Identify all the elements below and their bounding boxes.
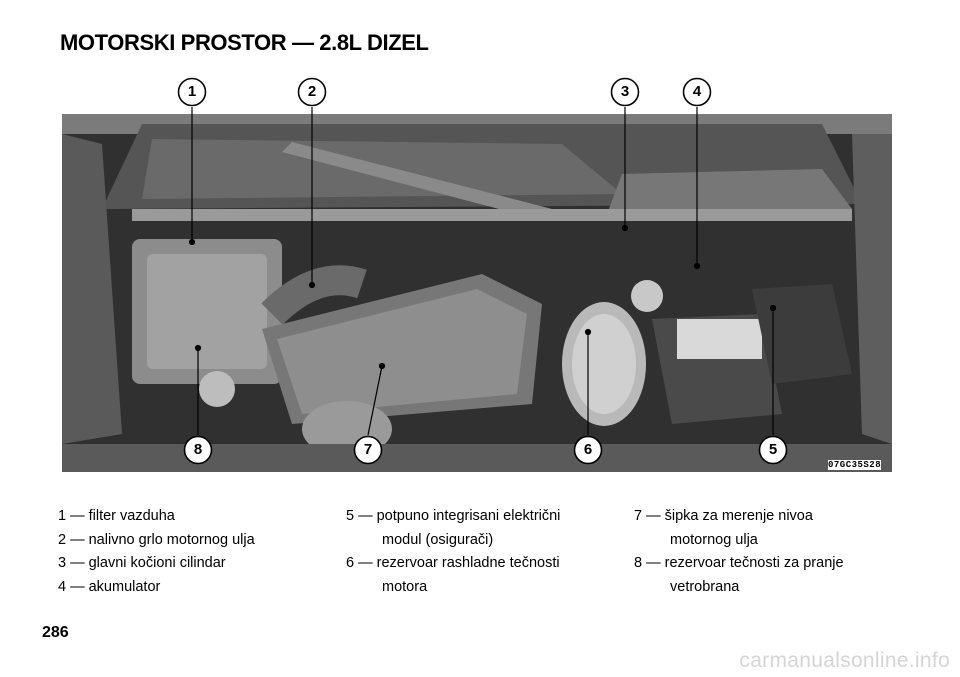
- callout-number: 5: [768, 441, 778, 458]
- legend-item-text: 7 — šipka za merenje nivoa: [634, 508, 813, 524]
- callout-circle-icon: [682, 77, 712, 107]
- callout-7: 7: [353, 435, 383, 465]
- legend-column-1: 1 — filter vazduha 2 — nalivno grlo moto…: [58, 505, 255, 599]
- callout-6: 6: [573, 435, 603, 465]
- callout-8: 8: [183, 435, 213, 465]
- callout-number: 4: [692, 83, 702, 100]
- page-number: 286: [42, 624, 69, 641]
- legend-item: 4 — akumulator: [58, 578, 161, 595]
- callout-circle-icon: [353, 435, 383, 465]
- legend-item-continuation: motora: [382, 578, 428, 595]
- legend-item-text: 8 — rezervoar tečnosti za pranje: [634, 555, 844, 571]
- legend-item-continuation: motornog ulja: [670, 531, 758, 548]
- legend-item-text: 6 — rezervoar rashladne tečnosti: [346, 555, 560, 571]
- figure-code: 07GC35S28: [828, 460, 882, 470]
- callout-number: 3: [620, 83, 630, 100]
- legend-item: 7 — šipka za merenje nivoa motornog ulja: [634, 505, 924, 552]
- legend-item-continuation: vetrobrana: [670, 578, 740, 595]
- legend-item: 5 — potpuno integrisani električni modul…: [346, 505, 626, 552]
- callout-leader-lines: [188, 107, 777, 436]
- callout-circle-icon: [183, 435, 213, 465]
- callout-1: 1: [177, 77, 207, 107]
- callout-circle-icon: [297, 77, 327, 107]
- callout-circle-icon: [610, 77, 640, 107]
- legend-column-2: 5 — potpuno integrisani električni modul…: [346, 505, 626, 599]
- legend-item: 1 — filter vazduha: [58, 508, 175, 524]
- callout-number: 8: [193, 441, 203, 458]
- legend-item: 8 — rezervoar tečnosti za pranje vetrobr…: [634, 552, 924, 599]
- engine-bay-figure: 1 2 3 4 5 6 7 8 07GC35S28: [40, 70, 895, 480]
- legend-item-text: 5 — potpuno integrisani električni: [346, 508, 561, 524]
- page-title: MOTORSKI PROSTOR — 2.8L DIZEL: [60, 30, 429, 55]
- legend-item: 6 — rezervoar rashladne tečnosti motora: [346, 552, 626, 599]
- callout-number: 7: [363, 441, 373, 458]
- legend-item: 2 — nalivno grlo motornog ulja: [58, 531, 255, 548]
- callout-number: 2: [307, 83, 317, 100]
- callout-number: 6: [583, 441, 593, 458]
- legend-item-continuation: modul (osigurači): [382, 531, 494, 548]
- callout-number: 1: [187, 83, 197, 100]
- callout-5: 5: [758, 435, 788, 465]
- legend-column-3: 7 — šipka za merenje nivoa motornog ulja…: [634, 505, 924, 599]
- callout-circle-icon: [758, 435, 788, 465]
- callout-circle-icon: [177, 77, 207, 107]
- legend-item: 3 — glavni kočioni cilindar: [58, 555, 226, 571]
- watermark: carmanualsonline.info: [739, 649, 950, 672]
- callout-circle-icon: [573, 435, 603, 465]
- callout-3: 3: [610, 77, 640, 107]
- callout-2: 2: [297, 77, 327, 107]
- callout-4: 4: [682, 77, 712, 107]
- engine-bay-photo: [62, 114, 892, 472]
